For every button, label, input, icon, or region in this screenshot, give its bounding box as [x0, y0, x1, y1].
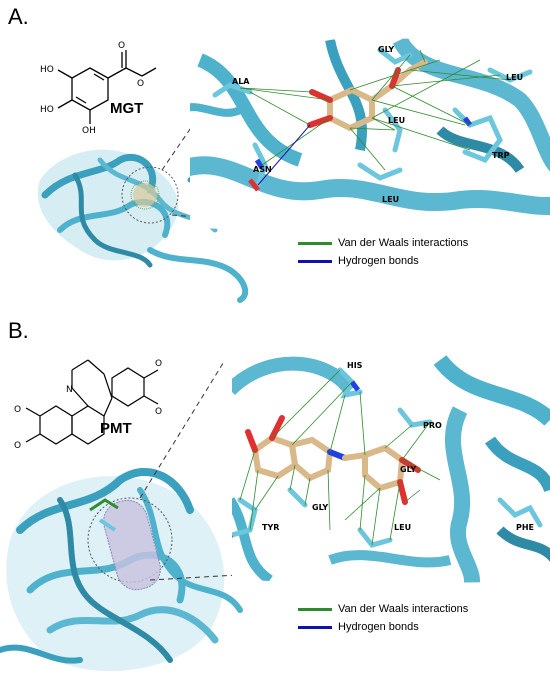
svg-text:HO: HO	[40, 105, 54, 115]
mgt-structure	[57, 50, 157, 124]
mgt-compound-label: MGT	[110, 100, 144, 117]
residue-label: GLY	[400, 465, 416, 474]
legend-item-hbond: Hydrogen bonds	[298, 618, 468, 636]
vdw-swatch	[298, 607, 332, 611]
panel-b-figure: N O O O O	[0, 348, 550, 672]
residue-label: LEU	[388, 116, 405, 125]
legend-b: Van der Waals interactions Hydrogen bond…	[298, 600, 468, 636]
svg-text:O: O	[14, 405, 21, 415]
svg-text:O: O	[14, 441, 21, 451]
residue-label: HIS	[347, 361, 363, 370]
legend-label: Van der Waals interactions	[338, 237, 469, 249]
panel-b-label: B.	[8, 318, 29, 343]
pmt-compound-label: PMT	[100, 420, 132, 437]
hbond-swatch	[298, 625, 332, 629]
svg-text:OH: OH	[82, 126, 96, 136]
svg-text:O: O	[155, 407, 162, 417]
svg-text:O: O	[118, 41, 125, 51]
legend-label: Hydrogen bonds	[338, 255, 419, 267]
residue-label: TYR	[262, 523, 279, 532]
residue-label: LEU	[394, 523, 411, 532]
legend-label: Van der Waals interactions	[338, 603, 469, 615]
pmt-protein-overview	[0, 467, 243, 672]
mgt-residue-labels: ALA GLY LEU LEU ASN TRP LEU	[232, 45, 523, 204]
pmt-detail	[232, 348, 550, 583]
pmt-structure	[25, 359, 159, 445]
residue-label: ALA	[232, 77, 250, 86]
residue-label: GLY	[312, 503, 328, 512]
panel-a-label: A.	[8, 4, 29, 29]
svg-text:HO: HO	[40, 65, 54, 75]
legend-item-vdw: Van der Waals interactions	[298, 234, 468, 252]
legend-item-vdw: Van der Waals interactions	[298, 600, 468, 618]
residue-label: GLY	[378, 45, 394, 54]
pmt-residue-labels: HIS PRO GLY GLY TYR LEU PHE	[262, 361, 534, 532]
residue-label: PHE	[516, 523, 534, 532]
vdw-swatch	[298, 241, 332, 245]
mgt-detail	[190, 38, 550, 233]
panel-a-figure: O O HO HO OH	[37, 38, 550, 303]
residue-label: ASN	[253, 165, 272, 174]
legend-item-hbond: Hydrogen bonds	[298, 252, 468, 270]
svg-text:O: O	[137, 79, 144, 89]
residue-label: LEU	[506, 73, 523, 82]
hbond-swatch	[298, 259, 332, 263]
residue-label: PRO	[423, 421, 442, 430]
residue-label: TRP	[492, 151, 510, 160]
svg-text:N: N	[66, 385, 73, 395]
legend-a: Van der Waals interactions Hydrogen bond…	[298, 234, 468, 270]
legend-label: Hydrogen bonds	[338, 621, 419, 633]
svg-text:O: O	[155, 359, 162, 369]
residue-label: LEU	[382, 195, 399, 204]
